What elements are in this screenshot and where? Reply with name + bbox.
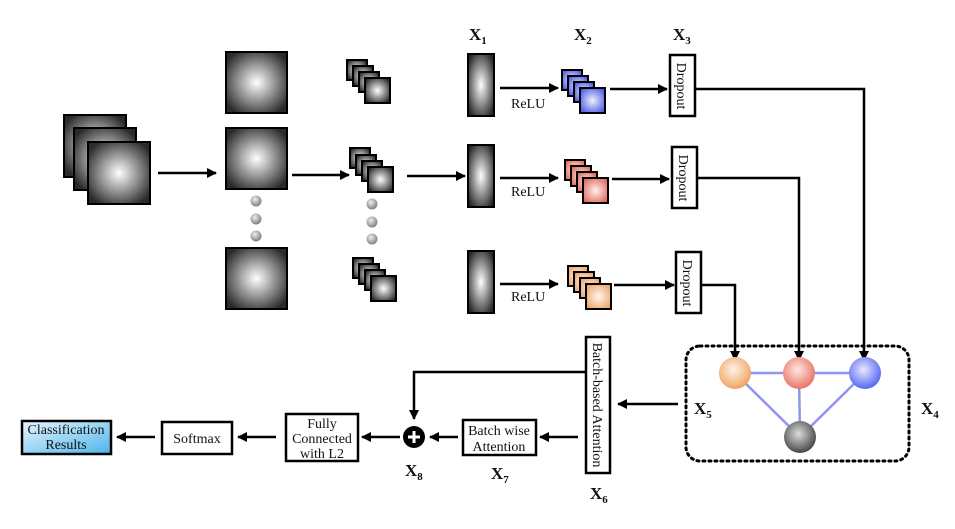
label-x3: X3 [673,25,691,47]
pooled-stacks-column [346,59,397,302]
label-x4: X4 [921,399,939,421]
connector-dropout3-to-orange-node [702,283,740,361]
label-x5: X5 [694,399,712,421]
ellipsis-dot [366,233,378,245]
svg-text:Fully: Fully [307,417,337,432]
label-x2: X2 [574,25,592,47]
classification-results-block: Classification Results [20,419,113,456]
feature-map [225,127,288,190]
pooled-stack [346,59,391,104]
label-x8: X8 [405,461,423,483]
svg-text:with L2: with L2 [300,447,344,462]
label-x7: X7 [491,464,509,486]
x2-stack-red [564,159,609,204]
x2-stack-orange [567,265,612,310]
svg-text:Results: Results [45,438,86,453]
connector-dropout2-to-red-node [698,176,804,361]
batch-based-attention-block: Batch-based Attention [584,335,612,475]
sum-icon [403,426,425,448]
relu-label-3: ReLU [511,290,545,305]
ellipsis-dot [250,213,262,225]
label-x1: X1 [469,25,487,47]
svg-text:Connected: Connected [292,432,352,447]
svg-text:Attention: Attention [473,440,526,455]
softmax-block: Softmax [160,420,234,456]
ellipsis-dot [366,216,378,228]
dropout-box-2: Dropout [670,145,699,210]
vector-bar [467,53,495,117]
svg-text:Dropout: Dropout [673,63,688,110]
graph-node-orange [719,357,751,389]
feature-maps-column [225,51,288,310]
pooled-stack [349,147,394,193]
dropout-box-1: Dropout [668,53,697,118]
svg-text:Softmax: Softmax [173,432,220,447]
pooled-stack [352,257,397,302]
x1-vectors [467,53,495,314]
relu-label-1: ReLU [511,97,545,112]
batch-wise-attention-block: Batch wise Attention [461,418,538,457]
svg-text:Dropout: Dropout [675,155,690,202]
input-images-stack [63,114,151,205]
ellipsis-dot [250,195,262,207]
relu-label-2: ReLU [511,185,545,200]
vector-bar [467,144,495,208]
dropout-box-3: Dropout [674,250,703,315]
graph-node-gray [784,421,816,453]
skip-connection [409,370,586,420]
graph-container [684,344,911,463]
fully-connected-block: Fully Connected with L2 [284,412,360,463]
feature-map [225,247,288,310]
graph-node-red [783,357,815,389]
ellipsis-dot [250,230,262,242]
svg-text:Batch wise: Batch wise [468,424,530,439]
ellipsis-dot [366,198,378,210]
feature-map [225,51,288,114]
connector-dropout1-to-blue-node [696,87,869,361]
svg-text:Dropout: Dropout [679,260,694,307]
vector-bar [467,250,495,314]
svg-text:Batch-based Attention: Batch-based Attention [589,343,604,468]
x2-stack-blue [561,69,606,114]
svg-text:Classification: Classification [28,423,105,438]
graph-node-blue [849,357,881,389]
label-x6: X6 [590,484,608,506]
